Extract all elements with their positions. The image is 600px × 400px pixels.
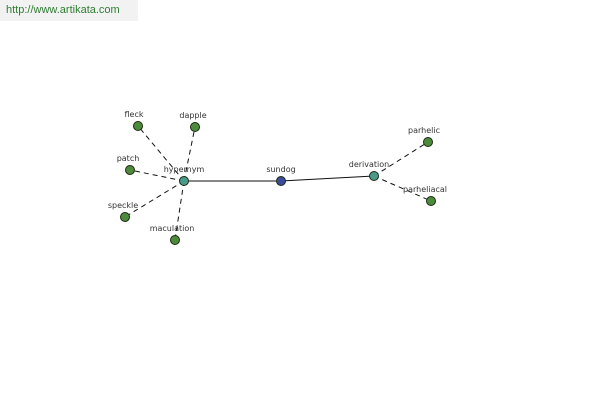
edge-hypernym-fleck [137,125,185,182]
leaf-node-parhelic[interactable] [423,137,433,147]
edge-sundog-derivation [280,175,375,182]
hub-node-hypernym[interactable] [179,176,189,186]
node-label-hypernym[interactable]: hypernym [164,165,205,174]
node-label-derivation[interactable]: derivation [349,160,389,169]
leaf-node-fleck[interactable] [133,121,143,131]
node-label-speckle[interactable]: speckle [108,201,138,210]
leaf-node-maculation[interactable] [170,235,180,245]
node-label-maculation[interactable]: maculation [150,224,195,233]
site-url-link[interactable]: http://www.artikata.com [6,4,120,16]
edge-hypernym-patch [129,169,185,182]
edge-derivation-parhelic [373,141,429,177]
node-label-dapple[interactable]: dapple [179,111,206,120]
edge-hypernym-dapple [183,126,196,182]
leaf-node-parheliacal[interactable] [426,196,436,206]
nodes-layer [120,121,436,245]
edges-layer [124,125,432,241]
url-bar: http://www.artikata.com [0,0,138,21]
leaf-node-speckle[interactable] [120,212,130,222]
node-label-sundog[interactable]: sundog [266,165,295,174]
node-label-parhelic[interactable]: parhelic [408,126,440,135]
leaf-node-patch[interactable] [125,165,135,175]
leaf-node-dapple[interactable] [190,122,200,132]
edge-hypernym-maculation [174,180,185,241]
center-node-sundog[interactable] [276,176,286,186]
edge-hypernym-speckle [124,180,185,218]
node-label-parheliacal[interactable]: parheliacal [403,185,447,194]
hub-node-derivation[interactable] [369,171,379,181]
labels-layer: fleck dapple patch speckle maculation parheli… [108,110,447,233]
node-label-patch[interactable]: patch [117,154,140,163]
edge-derivation-parheliacal [373,175,432,202]
node-label-fleck[interactable]: fleck [125,110,144,119]
